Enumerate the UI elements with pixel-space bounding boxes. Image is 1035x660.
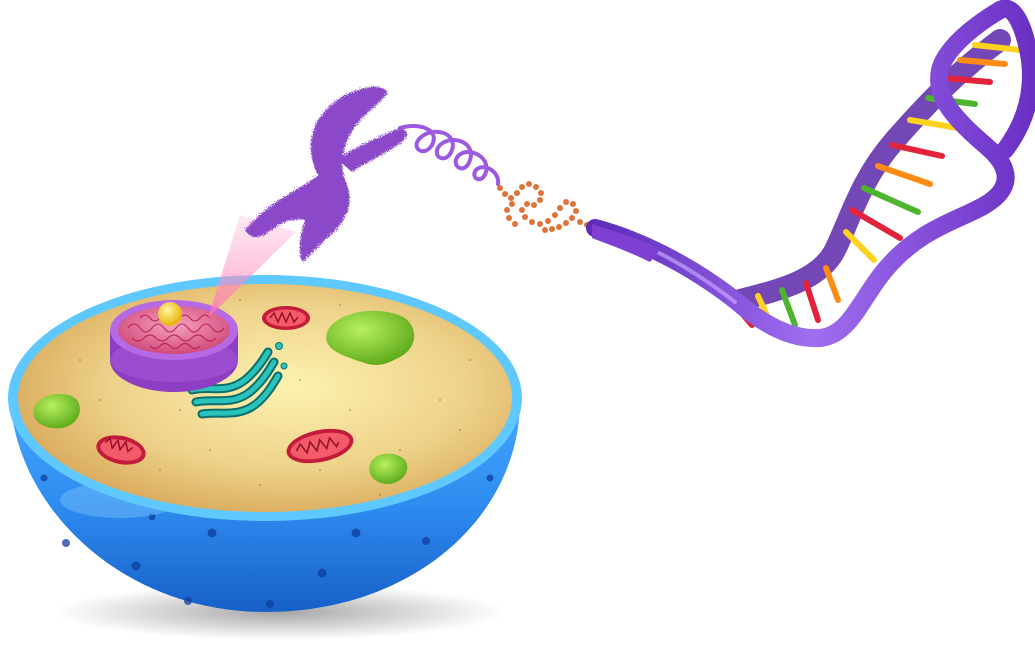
- base-pairs: [732, 42, 1023, 328]
- helix-strand-front: [586, 0, 1035, 348]
- vacuole-large: [326, 310, 415, 365]
- mitochondrion-right: [286, 428, 354, 464]
- vacuole-left: [33, 393, 80, 429]
- magnification-beam: [208, 215, 296, 318]
- chromosome: [245, 86, 407, 262]
- vacuole-small: [369, 453, 408, 484]
- membrane-pores: [40, 474, 494, 608]
- dna-double-helix: [586, 0, 1035, 348]
- mitochondrion-top: [262, 306, 310, 330]
- cell-shadow: [55, 584, 505, 640]
- chromatin-coil: [398, 124, 501, 186]
- golgi-apparatus: [184, 342, 288, 419]
- nucleolus: [158, 302, 182, 326]
- cell: [8, 275, 522, 612]
- nucleosomes: [497, 181, 596, 233]
- mitochondrion-left: [96, 435, 146, 465]
- helix-tail: [592, 224, 660, 262]
- nucleus: [110, 300, 238, 392]
